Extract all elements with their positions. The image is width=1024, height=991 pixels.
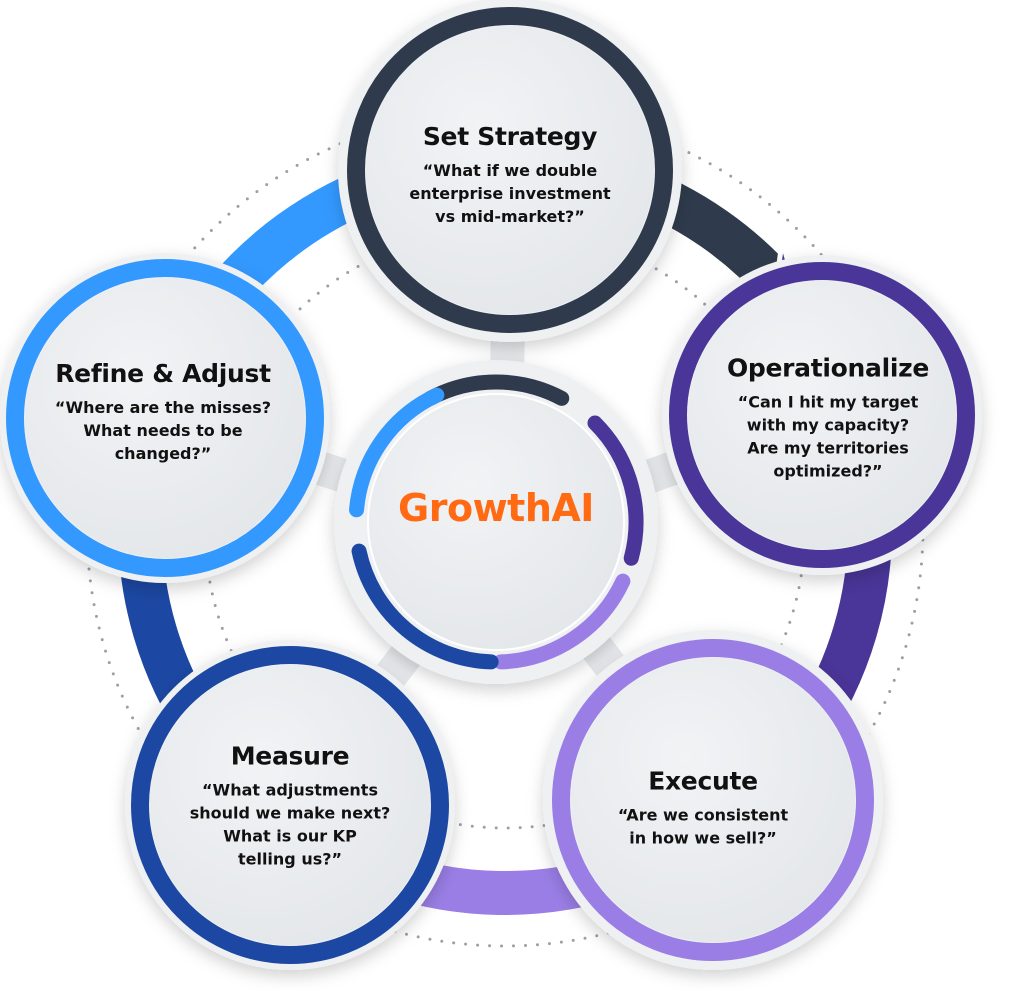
center-arc-segment xyxy=(587,415,644,566)
stage-title: Measure xyxy=(230,741,350,771)
stage-quote-line: enterprise investment xyxy=(409,184,611,203)
stage-node-ring xyxy=(669,262,975,568)
stage-node-ring xyxy=(552,639,874,961)
stage-quote-line: “Can I hit my target xyxy=(737,392,919,412)
stage-title: Execute xyxy=(648,766,758,796)
stage-node-ring xyxy=(347,7,673,333)
stage-operationalize: Operationalize “Can I hit my target with… xyxy=(727,354,929,483)
stage-node-disc xyxy=(571,658,855,942)
stage-quote-line: What needs to be xyxy=(83,421,243,440)
stage-refine-adjust: Refine & Adjust “Where are the misses? W… xyxy=(55,359,271,465)
stage-quote-line: in how we sell?” xyxy=(629,828,777,848)
center-arc-segment xyxy=(493,573,631,670)
stage-quote-line: should we make next? xyxy=(189,803,391,823)
stage-set-strategy: Set Strategy “What if we double enterpri… xyxy=(409,122,610,228)
stage-quote-line: with my capacity? xyxy=(746,415,910,435)
stage-title: Set Strategy xyxy=(422,122,598,151)
stage-measure: Measure “What adjustments should we make… xyxy=(190,742,391,871)
stage-quote-line: What is our KP xyxy=(223,826,357,846)
stage-quote-line: optimized?” xyxy=(773,461,883,481)
stage-node-disc xyxy=(150,665,430,945)
stage-node-ring xyxy=(6,259,324,577)
stage-quote-line: Are my territories xyxy=(747,438,909,458)
center-arc-segment xyxy=(422,374,570,406)
stage-title: Refine & Adjust xyxy=(55,359,271,388)
stage-node-ring xyxy=(131,646,449,964)
center-arc-segment xyxy=(351,543,499,670)
stage-title: Operationalize xyxy=(726,353,930,383)
center-disc xyxy=(367,393,625,651)
stage-quote-line: telling us?” xyxy=(237,849,343,869)
growthai-logo-text: GrowthAI xyxy=(398,486,594,530)
stage-quote-line: “What adjustments xyxy=(202,780,378,800)
stage-node-disc xyxy=(366,26,654,314)
stage-quote-line: vs mid-market?” xyxy=(435,207,585,226)
stage-quote-line: changed?” xyxy=(114,444,212,463)
stage-node-disc xyxy=(25,278,305,558)
stage-quote-line: “What if we double xyxy=(422,161,598,180)
stage-quote-line: “Are we consistent xyxy=(617,805,789,825)
center-arc-segment xyxy=(349,387,445,518)
stage-node-disc xyxy=(688,281,956,549)
stage-quote-line: “Where are the misses? xyxy=(54,398,272,417)
stage-execute: Execute “Are we consistent in how we sel… xyxy=(618,767,788,850)
